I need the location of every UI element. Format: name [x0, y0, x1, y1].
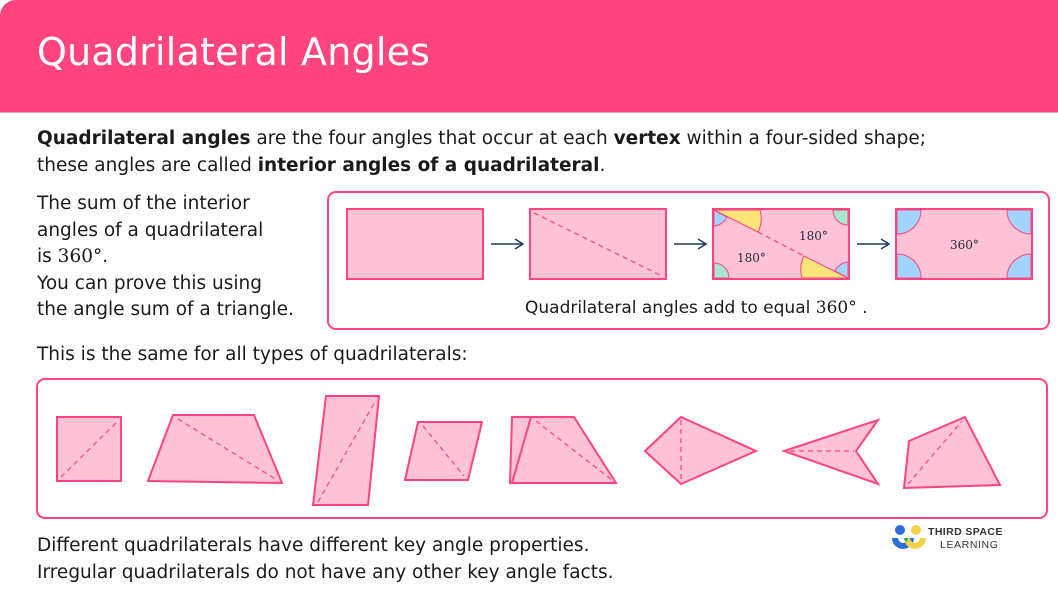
header-banner: Quadrilateral Angles: [0, 0, 1058, 113]
quadrilateral-types-box: [36, 378, 1048, 519]
angle-label-180: 180°: [799, 229, 828, 243]
proof-caption: Quadrilateral angles add to equal 360° .: [525, 298, 868, 318]
math-360: 360°: [57, 246, 103, 267]
rectangle-step1: [346, 208, 484, 280]
proof-diagram-box: 180° 180° 360° Quadrilateral angles add …: [327, 191, 1050, 330]
term-interior-angles: interior angles of a quadrilateral: [257, 154, 600, 176]
parallelogram-shape: [403, 421, 484, 481]
sum-text: .: [102, 246, 109, 267]
intro-text: are the four angles that occur at each: [250, 128, 614, 149]
logo-text-line2: LEARNING: [940, 539, 999, 551]
sum-line: The sum of the interior: [37, 193, 250, 214]
sum-text: is: [37, 246, 58, 267]
all-types-text: This is the same for all types of quadri…: [37, 344, 468, 365]
diagonal: [533, 212, 663, 277]
angle-label-360: 360°: [950, 238, 979, 252]
intro-text: within a four-sided shape;: [680, 128, 927, 149]
math-360: 360°: [815, 298, 857, 318]
sum-line: the angle sum of a triangle.: [37, 299, 294, 320]
third-space-learning-logo: THIRD SPACE LEARNING: [890, 523, 1030, 555]
irregular-quadrilateral-shape: [902, 415, 1002, 490]
quadrilateral-shapes: [56, 395, 1002, 506]
trapezium-shape-2: [510, 416, 618, 484]
sum-line: is 360°.: [37, 244, 317, 271]
rectangle-step4: 360°: [895, 208, 1033, 280]
intro-text: .: [599, 154, 606, 176]
caption-text: .: [856, 298, 868, 318]
logo-icon: [892, 525, 926, 549]
page-title: Quadrilateral Angles: [37, 30, 431, 74]
term-quadrilateral-angles: Quadrilateral angles: [37, 128, 251, 149]
angle-sum-explanation: The sum of the interior angles of a quad…: [37, 191, 317, 324]
arrowhead-shape: [780, 418, 881, 486]
rectangle-step3: 180° 180°: [712, 208, 850, 280]
kite-shape: [643, 415, 759, 486]
arrow-right-icon: [674, 238, 708, 250]
intro-text: these angles are called: [37, 154, 258, 176]
caption-text: Quadrilateral angles add to equal: [525, 298, 816, 318]
sum-line: angles of a quadrilateral: [37, 219, 264, 241]
intro-paragraph: Quadrilateral angles are the four angles…: [37, 126, 1027, 179]
arrow-right-icon: [857, 238, 891, 250]
term-vertex: vertex: [613, 128, 681, 149]
logo-text-line1: THIRD SPACE: [928, 526, 1003, 538]
tall-parallelogram-shape: [311, 395, 381, 506]
angle-label-180: 180°: [737, 251, 766, 265]
trapezium-shape: [146, 414, 284, 485]
square-shape: [56, 416, 122, 482]
footer-line: Different quadrilaterals have different …: [37, 535, 590, 556]
proof-diagram: 180° 180° 360°: [346, 208, 1033, 280]
rectangle-step2: [529, 208, 667, 280]
sum-line: You can prove this using: [37, 272, 262, 294]
footer-line: Irregular quadrilaterals do not have any…: [37, 561, 614, 583]
footer-text: Different quadrilaterals have different …: [37, 533, 613, 586]
arrow-right-icon: [491, 238, 525, 250]
